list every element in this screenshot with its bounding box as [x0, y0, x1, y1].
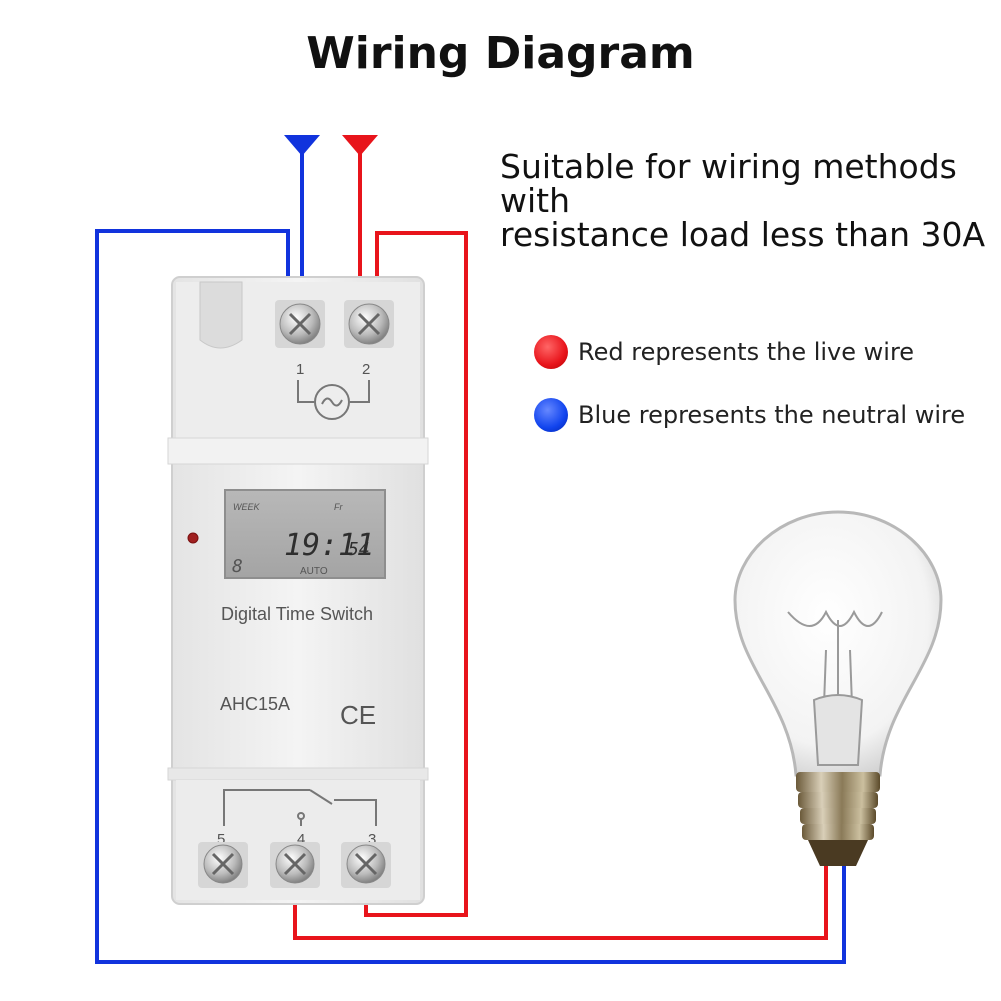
- status-led: [187, 532, 199, 544]
- lcd-program: 8: [232, 556, 243, 577]
- legend-live: Red represents the live wire: [534, 335, 914, 369]
- neutral-wire: [95, 150, 846, 964]
- lcd-seconds: 54: [348, 539, 370, 560]
- red-dot-icon: [534, 335, 568, 369]
- lcd-mode: AUTO: [300, 566, 328, 577]
- terminal-screw-2: [344, 300, 394, 348]
- device-name-label: Digital Time Switch: [221, 604, 373, 624]
- legend-neutral-label: Blue represents the neutral wire: [578, 401, 966, 429]
- model-label: AHC15A: [220, 694, 290, 714]
- load-note: Suitable for wiring methods with resista…: [500, 150, 1001, 252]
- terminal-label-3: 3: [368, 831, 376, 848]
- lcd-display: WEEK Fr 19:11 54 8 AUTO: [224, 489, 386, 579]
- ac-supply-icon: [297, 380, 370, 420]
- diagram-title: Wiring Diagram: [306, 28, 695, 79]
- lcd-day: Fr: [334, 502, 343, 512]
- legend-neutral: Blue represents the neutral wire: [534, 398, 965, 432]
- load-note-line1: Suitable for wiring methods with: [500, 147, 957, 220]
- terminal-label-2: 2: [362, 361, 370, 378]
- terminal-screw-1: [275, 300, 325, 348]
- light-bulb-icon: [733, 510, 943, 866]
- blue-dot-icon: [534, 398, 568, 432]
- terminal-label-5: 5: [217, 831, 225, 848]
- ce-mark: CE: [340, 700, 376, 730]
- lcd-week-label: WEEK: [233, 502, 261, 512]
- terminal-label-4: 4: [297, 831, 305, 848]
- terminal-screw-5: [198, 842, 248, 888]
- live-arrow-icon: [342, 135, 378, 156]
- lcd-time: 19:11: [284, 528, 374, 563]
- terminal-screw-3: [341, 842, 391, 888]
- terminal-label-1: 1: [296, 361, 304, 378]
- neutral-arrow-icon: [284, 135, 320, 156]
- load-note-line2: resistance load less than 30A: [500, 215, 986, 254]
- terminal-screw-4: [270, 842, 320, 888]
- legend-live-label: Red represents the live wire: [578, 338, 915, 366]
- digital-time-switch: 1 2 WEEK Fr 19:11 54 8 AUTO Digital Time…: [167, 276, 429, 905]
- relay-contact-icon: [223, 789, 377, 826]
